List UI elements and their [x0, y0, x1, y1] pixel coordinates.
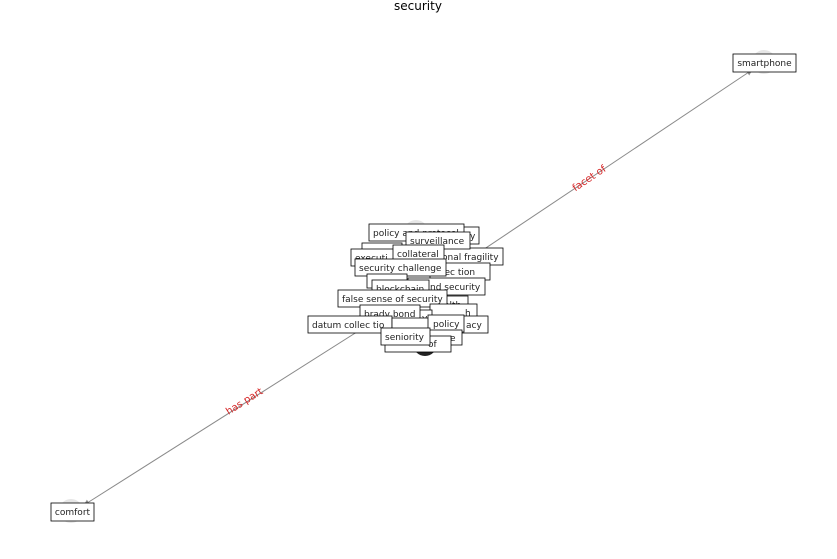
cluster-label-16: policy	[433, 320, 460, 330]
cluster-label-9: nd security	[430, 283, 481, 293]
cluster-label-10: false sense of security	[342, 295, 443, 305]
cluster-label-7: ollec tion	[434, 268, 475, 278]
node-comfort: comfort	[50, 502, 95, 522]
cluster-label-12: h	[465, 309, 471, 319]
node-smartphone: smartphone	[732, 53, 797, 73]
edge-label-has-part: has part	[224, 386, 265, 417]
cluster-label-2: surveillance	[410, 237, 465, 247]
cluster-label-1: y	[470, 232, 476, 242]
node-comfort-label: comfort	[55, 508, 91, 518]
cluster-label-15: datum collec tio	[312, 321, 385, 331]
cluster-label-18: seniority	[385, 333, 425, 343]
cluster-node: seniority	[380, 327, 431, 346]
cluster-label-17: acy	[466, 321, 482, 331]
cluster-node: onal fragility	[437, 247, 504, 266]
cluster-node: datum collec tio	[307, 315, 393, 334]
graph-title: security	[394, 0, 442, 13]
cluster-label-5: onal fragility	[442, 253, 499, 263]
cluster-label-13: brady bond	[364, 310, 415, 320]
cluster-label-3: collateral	[397, 250, 439, 260]
cluster-node: policy	[427, 314, 465, 333]
node-smartphone-label: smartphone	[737, 59, 792, 69]
node-cluster: y policy and protocol executi onal fragi…	[307, 223, 504, 353]
cluster-label-19: e	[450, 334, 456, 344]
cluster-label-20: of	[428, 340, 438, 350]
cluster-label-6: security challenge	[359, 264, 442, 274]
cluster-node: security challenge	[354, 258, 447, 277]
edge-label-facet-of: facet of	[571, 163, 609, 194]
